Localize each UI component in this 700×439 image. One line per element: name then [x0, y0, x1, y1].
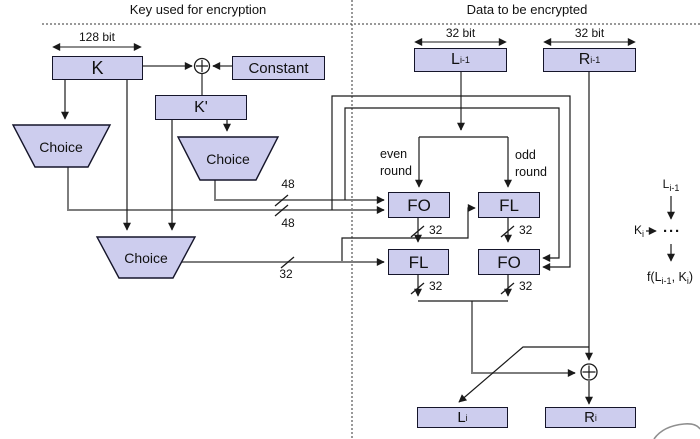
legend-input-label: Li-1	[662, 177, 680, 193]
slash-48-bottom	[274, 204, 289, 217]
legend-output-label: f(Li-1, Ki)	[646, 270, 694, 286]
fo-row2-box: FO	[478, 249, 540, 275]
label-32bit-left: 32 bit	[445, 26, 476, 40]
fl-row1-box: FL	[478, 192, 540, 218]
corner-arc-decoration	[653, 423, 700, 439]
label-32-fo2-out: 32	[519, 279, 533, 293]
slash-48-top	[274, 194, 289, 207]
title-data-section: Data to be encrypted	[466, 2, 588, 17]
choice3-trapezoid	[95, 236, 197, 279]
slash-32-fo1	[410, 225, 425, 238]
odd-round-label: odd round	[515, 148, 547, 179]
key-k-box: K	[52, 56, 143, 80]
even-round-label: even round	[380, 147, 412, 178]
wire-inner-loop-to-fo2	[344, 107, 560, 262]
constant-box: Constant	[232, 56, 325, 80]
slash-32-choice3	[280, 256, 295, 269]
choice1-trapezoid	[11, 124, 112, 168]
label-32-fo1-out: 32	[429, 223, 443, 237]
key-kprime-box: K'	[155, 95, 247, 120]
title-key-section: Key used for encryption	[129, 2, 267, 17]
fo-row1-box: FO	[388, 192, 450, 218]
label-128bit: 128 bit	[78, 30, 116, 44]
slash-32-fl1	[500, 225, 515, 238]
fl-row2-box: FL	[388, 249, 449, 275]
legend-dots: ···	[663, 223, 681, 240]
wire-kl-branch-to-fl1	[341, 204, 476, 261]
wire-choice2-48-to-fo	[214, 180, 385, 204]
choice2-label: Choice	[206, 151, 250, 167]
wire-outer-loop-to-fo2	[331, 95, 571, 271]
wire-swap-to-l-output	[458, 346, 589, 403]
choice3-label: Choice	[124, 250, 168, 266]
slash-32-fo2	[500, 282, 515, 295]
wire-round-output-to-xor	[471, 301, 576, 377]
label-32-fl2-out: 32	[429, 279, 443, 293]
label-48-bottom: 48	[281, 216, 295, 230]
label-32bit-right: 32 bit	[574, 26, 605, 40]
xor-key-icon	[193, 57, 211, 75]
choice1-label: Choice	[39, 139, 83, 155]
xor-data-icon	[580, 363, 598, 381]
label-32-fl1-out: 32	[519, 223, 533, 237]
slash-32-fl2	[410, 282, 425, 295]
wire-choice1-48-to-fo	[67, 167, 385, 214]
label-48-top: 48	[281, 177, 295, 191]
choice2-trapezoid	[176, 136, 280, 181]
legend-key-label: Ki	[633, 223, 644, 239]
label-32-choice3: 32	[279, 267, 293, 281]
